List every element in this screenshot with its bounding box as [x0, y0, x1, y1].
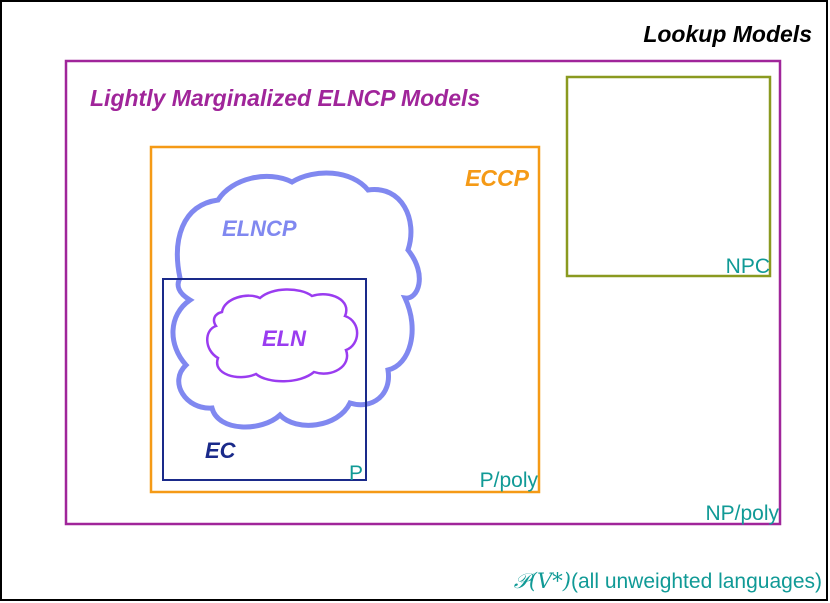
- eccp-label: ECCP: [465, 165, 530, 191]
- ec-box: [162, 278, 367, 481]
- all-languages-text: (all unweighted languages): [571, 570, 822, 593]
- eccp-box: [149, 145, 541, 494]
- np-poly-label: NP/poly: [705, 502, 779, 525]
- p-poly-label: P/poly: [480, 469, 539, 492]
- eln-cloud: [206, 288, 359, 383]
- elncp-label: ELNCP: [222, 216, 297, 241]
- p-label: P: [349, 462, 363, 485]
- lm-elncp-box: [64, 59, 782, 526]
- npc-box: [565, 75, 772, 278]
- lm-elncp-label: Lightly Marginalized ELNCP Models: [90, 85, 480, 111]
- elncp-cloud: [170, 170, 422, 430]
- ec-label: EC: [205, 438, 237, 463]
- lookup-models-label: Lookup Models: [643, 21, 812, 47]
- all-languages-label: 𝒫(V*)(all unweighted languages): [514, 569, 822, 593]
- all-languages-math: 𝒫(V*): [514, 569, 571, 593]
- eln-label: ELN: [262, 326, 307, 351]
- npc-label: NPC: [726, 255, 770, 278]
